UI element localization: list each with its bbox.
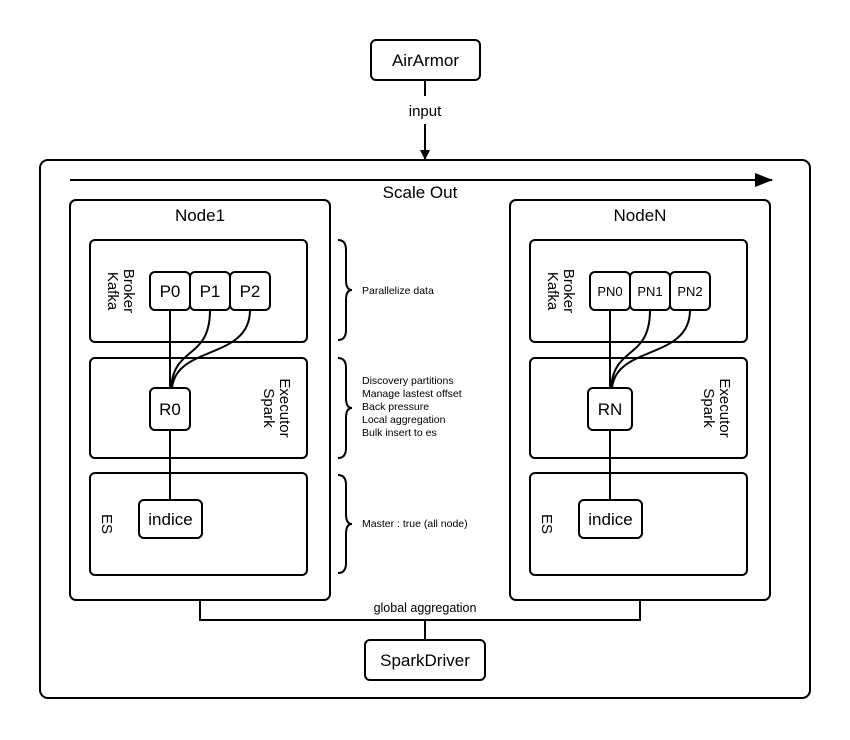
node1-receiver-r0 (149, 387, 191, 431)
global-aggregation-bracket (199, 600, 641, 621)
nodeN-receiver-rn (587, 387, 633, 431)
brace-spark (337, 357, 353, 459)
node1-kafka-label-1: Kafka (104, 272, 121, 311)
brace-es (337, 474, 353, 574)
annotation-spark-1: Discovery partitions (362, 375, 454, 387)
airarmor-label: AirArmor (392, 51, 459, 70)
annotation-spark-4: Local aggregation (362, 414, 446, 426)
node1-indice-label: indice (148, 510, 192, 529)
annotation-kafka: Parallelize data (362, 285, 434, 297)
annotation-spark-5: Bulk insert to es (362, 427, 437, 439)
input-label: input (409, 103, 442, 120)
node1-partition-p2 (229, 271, 271, 311)
nodeN: NodeN Kafka Broker Spark Executor ES PN0… (509, 199, 771, 601)
spark-driver-label: SparkDriver (380, 651, 470, 670)
nodeN-kafka-label-2: Broker (560, 269, 577, 313)
nodeN-spark-label-1: Spark (700, 388, 717, 428)
node1-spark-label-2: Executor (276, 378, 293, 437)
spark-driver-box (364, 639, 486, 681)
node1-link-p1 (170, 309, 211, 389)
annotation-es: Master : true (all node) (362, 518, 468, 530)
node1-indice (138, 499, 203, 539)
nodeN-link-pn1 (610, 309, 651, 389)
nodeN-indice (578, 499, 643, 539)
nodeN-kafka-label-1: Kafka (544, 272, 561, 311)
node1-link-p2 (171, 309, 251, 389)
nodeN-es-label: ES (538, 514, 555, 534)
node1-partition-p0-label: P0 (160, 282, 181, 301)
node1-partition-p2-label: P2 (240, 282, 261, 301)
node1-spark-label-1: Spark (260, 388, 277, 428)
nodeN-link-pn2 (611, 309, 691, 389)
scale-out-label: Scale Out (383, 183, 458, 202)
node1-receiver-label: R0 (159, 400, 181, 419)
node1-kafka-label-2: Broker (120, 269, 137, 313)
nodeN-partition-pn1-label: PN1 (637, 284, 662, 299)
annotations: Parallelize data Discovery partitions Ma… (337, 239, 468, 574)
nodeN-receiver-label: RN (598, 400, 623, 419)
node1-partition-p1-label: P1 (200, 282, 221, 301)
global-aggregation-label: global aggregation (374, 601, 477, 615)
nodeN-partition-pn2-label: PN2 (677, 284, 702, 299)
nodeN-title: NodeN (614, 206, 667, 225)
annotation-spark-2: Manage lastest offset (362, 388, 462, 400)
brace-kafka (337, 239, 353, 341)
nodeN-spark-label-2: Executor (716, 378, 733, 437)
node1-es-label: ES (98, 514, 115, 534)
nodeN-partition-pn2 (669, 271, 711, 311)
nodeN-partition-pn0-label: PN0 (597, 284, 622, 299)
node1: Node1 Kafka Broker Spark Executor ES P0 … (69, 199, 331, 601)
nodeN-indice-label: indice (588, 510, 632, 529)
node1-title: Node1 (175, 206, 225, 225)
annotation-spark-3: Back pressure (362, 401, 429, 413)
